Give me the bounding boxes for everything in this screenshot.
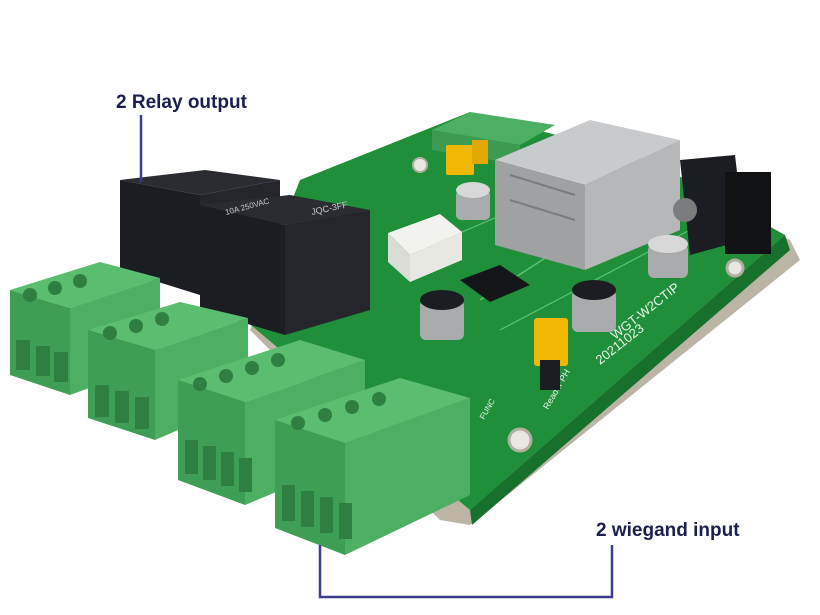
capacitor-3	[648, 235, 688, 278]
white-connector	[388, 214, 462, 282]
wiegand-input-label: 2 wiegand input	[596, 520, 740, 541]
wiegand-callout-line	[318, 545, 614, 599]
dc-power-jack	[673, 155, 771, 255]
jumper-reader	[534, 318, 568, 390]
relay-output-label: 2 Relay output	[116, 92, 247, 113]
ic-chip	[460, 265, 530, 302]
wiegand-terminal-2	[275, 378, 470, 555]
capacitor-4	[456, 182, 490, 220]
capacitor-1	[420, 290, 464, 340]
jumper-top	[446, 140, 488, 175]
capacitor-2	[572, 280, 616, 332]
relay-2	[200, 195, 370, 335]
